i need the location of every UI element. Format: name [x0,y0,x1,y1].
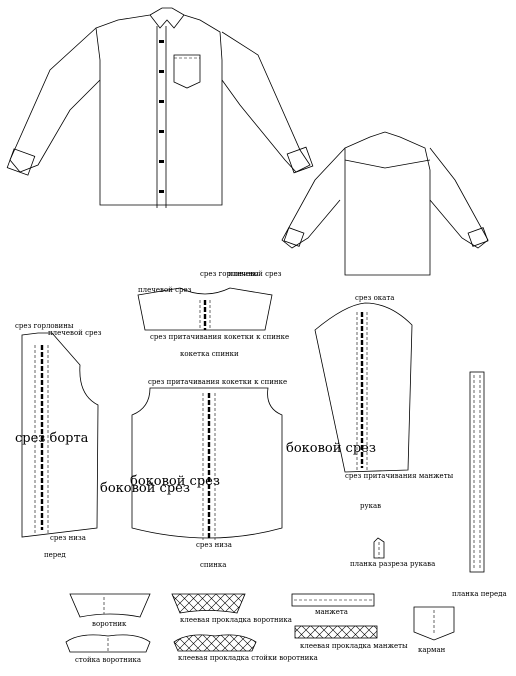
yoke-title: кокетка спинки [180,350,239,358]
sleeve-piece [314,302,413,473]
pocket-label: карман [418,646,446,654]
cuff-label: манжета [315,608,348,616]
yoke-neck-label: срез горловины [200,270,259,278]
front-placket-piece [469,371,485,573]
front-hem-label: срез низа [50,534,86,542]
back-side-left-label: боковой срез [100,481,190,496]
front-title: перед [44,551,66,559]
collar-label: воротник [92,620,127,628]
yoke-shoulder-left-label: плечевой срез [138,286,192,294]
yoke-shoulder-right-label: плечевой срез [228,270,282,278]
shirt-back-sketch [281,131,489,276]
front-placket-label: планка переда [452,590,507,598]
collar-stand-interfacing-piece [173,634,257,652]
sleeve-placket-piece [373,537,385,559]
back-piece [131,387,283,540]
sleeve-head-label: срез оката [355,294,394,302]
cuff-interfacing-piece [294,625,378,639]
back-seam-label: срез притачивания кокетки к спинке [148,378,287,386]
front-neck-label: срез горловины [15,322,74,330]
front-shoulder-label: плечевой срез [48,329,102,337]
back-hem-label: срез низа [196,541,232,549]
collar-stand-piece [65,634,151,653]
sleeve-side-label: боковой срез [286,441,376,456]
collar-stand-interfacing-label: клеевая прокладка стойки воротника [178,654,318,662]
front-piece [21,332,99,538]
collar-piece [69,593,151,618]
sleeve-cuff-seam-label: срез притачивания манжеты [345,472,454,480]
sleeve-title: рукав [360,502,381,510]
pocket-piece [413,606,455,641]
collar-stand-label: стойка воротника [75,656,141,664]
cuff-interfacing-label: клеевая прокладка манжеты [300,642,408,650]
back-yoke-piece [137,287,273,331]
yoke-seam-label: срез притачивания кокетки к спинке [150,333,289,341]
sleeve-placket-label: планка разреза рукава [350,560,435,568]
back-title: спинка [200,561,226,569]
cuff-piece [291,593,375,607]
shirt-front-sketch [6,7,314,208]
front-edge-label: срез борта [15,431,89,446]
back-side-right-label: боковой срез [130,474,220,489]
collar-interfacing-label: клеевая прокладка воротника [180,616,292,624]
collar-interfacing-piece [171,593,246,614]
